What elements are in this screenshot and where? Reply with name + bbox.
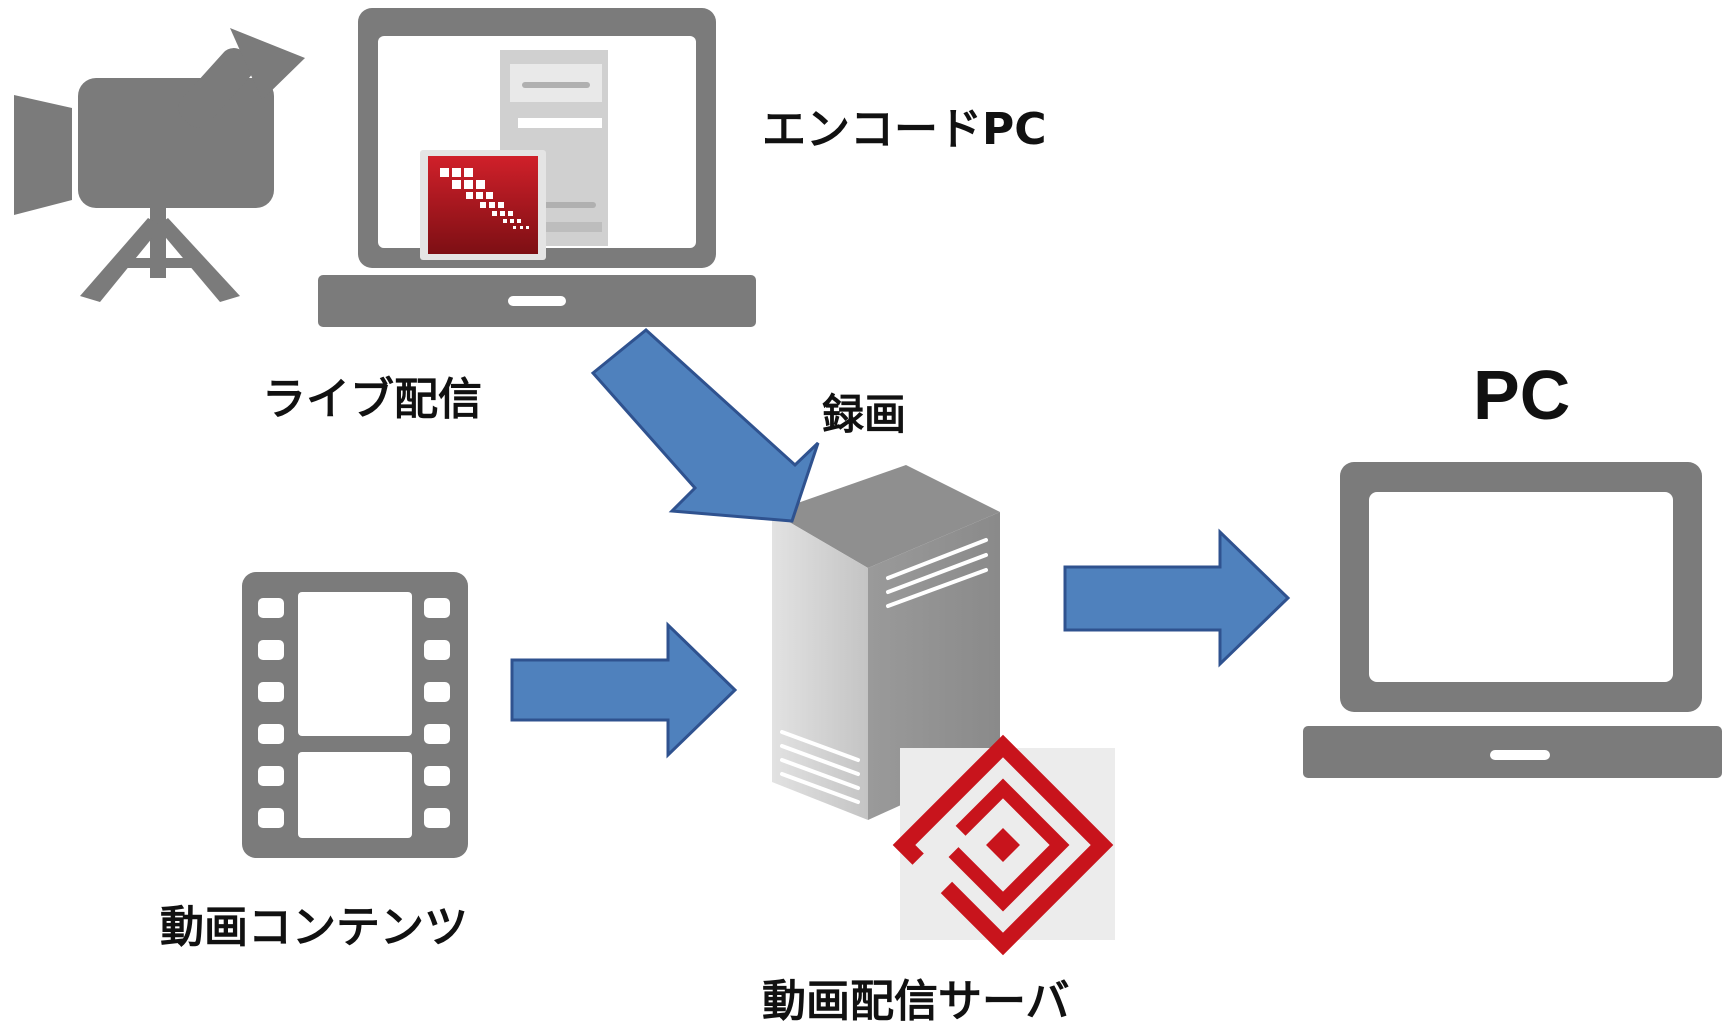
label-pc: PC [1473, 356, 1571, 434]
media-server-app-icon [892, 734, 1115, 956]
server-tower-icon [772, 465, 1000, 820]
label-video-contents: 動画コンテンツ [160, 902, 468, 953]
film-perforations [258, 598, 450, 828]
label-streaming-server: 動画配信サーバ [762, 976, 1070, 1027]
arrow-film-to-server [510, 621, 738, 759]
label-encode-pc: エンコードPC [762, 104, 1047, 155]
client-laptop-icon [1303, 462, 1722, 778]
arrow-encoder-to-server [590, 328, 820, 523]
arrow-server-to-pc [1063, 528, 1291, 668]
label-live-streaming: ライブ配信 [262, 374, 482, 425]
media-encoder-app-icon [420, 150, 546, 260]
label-recording: 録画 [822, 390, 907, 439]
film-strip-icon [242, 572, 468, 858]
video-camera-icon [14, 28, 305, 302]
